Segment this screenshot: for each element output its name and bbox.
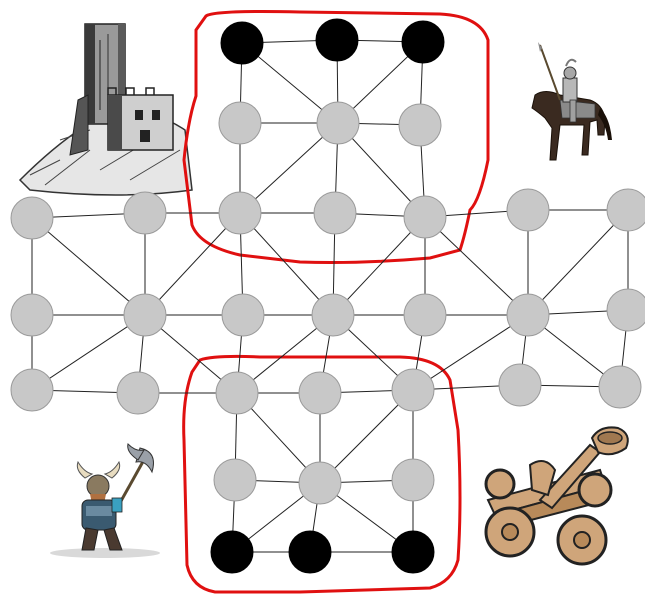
board-point[interactable]: [607, 289, 645, 331]
board-point[interactable]: [117, 372, 159, 414]
board-point[interactable]: [299, 372, 341, 414]
black-piece[interactable]: [211, 531, 253, 573]
board-point[interactable]: [607, 189, 645, 231]
knight-illustration: [532, 42, 612, 160]
board-point[interactable]: [399, 104, 441, 146]
black-piece[interactable]: [392, 531, 434, 573]
board-point[interactable]: [404, 196, 446, 238]
board-point[interactable]: [214, 459, 256, 501]
board-point[interactable]: [219, 102, 261, 144]
board-point[interactable]: [392, 369, 434, 411]
board-point[interactable]: [299, 462, 341, 504]
board-diagonal: [32, 218, 145, 315]
board-point[interactable]: [124, 294, 166, 336]
black-piece[interactable]: [289, 531, 331, 573]
board-point[interactable]: [317, 102, 359, 144]
board-point[interactable]: [599, 366, 641, 408]
board-point[interactable]: [222, 294, 264, 336]
board-point[interactable]: [219, 192, 261, 234]
board-point[interactable]: [11, 369, 53, 411]
board-point[interactable]: [11, 197, 53, 239]
catapult-illustration: [486, 427, 628, 564]
board-point[interactable]: [216, 372, 258, 414]
board-point[interactable]: [11, 294, 53, 336]
board-point[interactable]: [404, 294, 446, 336]
castle-illustration: [20, 24, 192, 195]
board-point[interactable]: [312, 294, 354, 336]
board-point[interactable]: [124, 192, 166, 234]
black-piece[interactable]: [316, 19, 358, 61]
black-piece[interactable]: [221, 22, 263, 64]
board-point[interactable]: [507, 189, 549, 231]
board-point[interactable]: [507, 294, 549, 336]
board-point[interactable]: [499, 364, 541, 406]
board-point[interactable]: [392, 459, 434, 501]
warrior-illustration: [50, 444, 160, 558]
black-piece[interactable]: [402, 21, 444, 63]
board-point[interactable]: [314, 192, 356, 234]
